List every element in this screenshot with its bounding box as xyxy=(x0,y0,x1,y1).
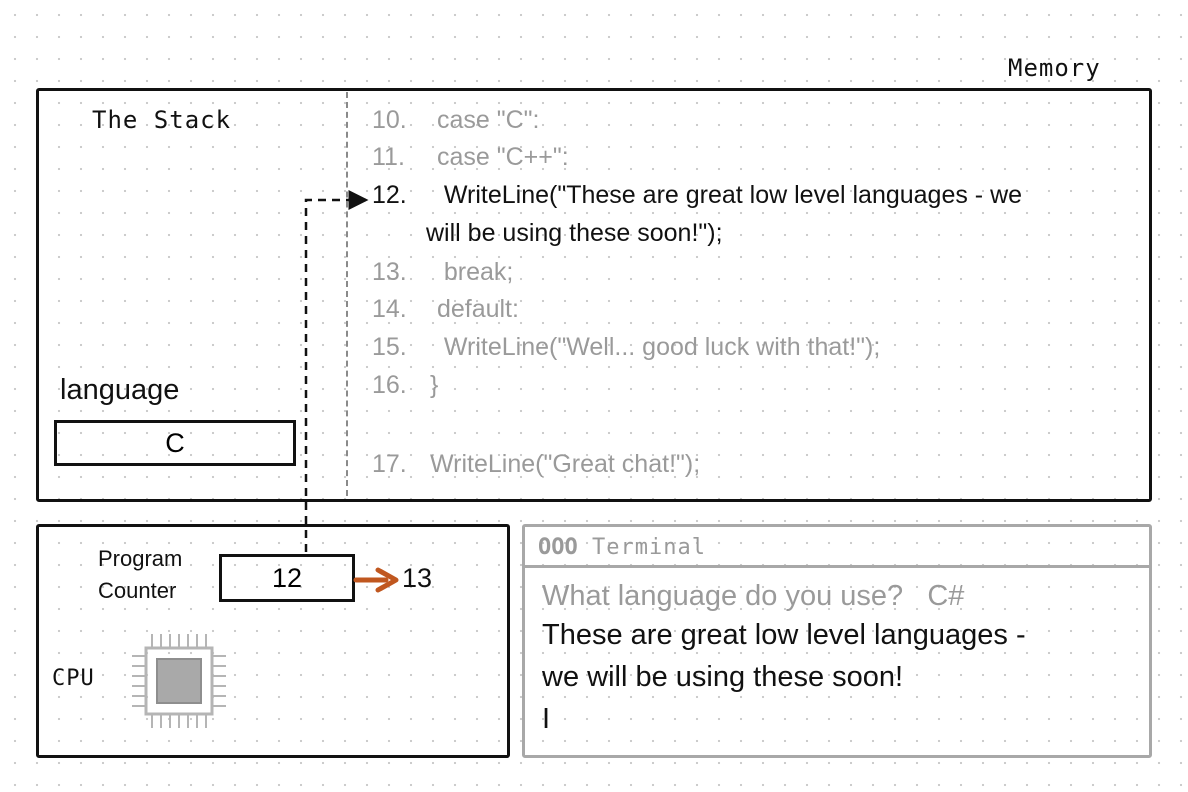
terminal-prompt: What language do you use? C# xyxy=(542,580,965,612)
terminal-user-input: C# xyxy=(927,580,965,612)
code-line-12-current: 12. WriteLine("These are great low level… xyxy=(372,181,1023,209)
program-counter-next: 13 xyxy=(402,563,433,593)
code-line-10: 10. case "C": xyxy=(372,106,540,134)
variable-value-box: C xyxy=(54,420,296,466)
terminal-output-line1: These are great low level languages - xyxy=(542,619,1026,651)
window-dots-icon: OOO xyxy=(538,535,578,560)
cpu-panel xyxy=(36,524,510,758)
pc-increment-arrow xyxy=(353,567,399,593)
code-line-13: 13. break; xyxy=(372,258,514,286)
code-line-12-continuation: will be using these soon!"); xyxy=(426,219,723,247)
stack-code-divider xyxy=(346,92,348,496)
cpu-label: CPU xyxy=(52,666,95,691)
program-counter-box: 12 xyxy=(219,554,355,602)
terminal-window xyxy=(522,524,1152,758)
code-line-15: 15. WriteLine("Well... good luck with th… xyxy=(372,333,881,361)
terminal-title: Terminal xyxy=(592,535,706,560)
memory-panel xyxy=(36,88,1152,502)
variable-name: language xyxy=(60,374,180,406)
memory-title: Memory xyxy=(1008,54,1101,82)
program-counter-label: Program Counter xyxy=(98,543,182,607)
code-line-17: 17.WriteLine("Great chat!"); xyxy=(372,450,701,478)
cpu-chip-icon xyxy=(132,634,226,728)
terminal-title-bar: OOO Terminal xyxy=(538,535,706,560)
program-counter-label-line1: Program xyxy=(98,546,183,571)
pc-pointer-arrow xyxy=(304,190,369,552)
terminal-output-line2: we will be using these soon! xyxy=(542,661,904,693)
code-line-14: 14. default: xyxy=(372,295,519,323)
terminal-title-bar-divider xyxy=(525,565,1149,568)
code-line-11: 11. case "C++": xyxy=(372,143,569,171)
stack-title: The Stack xyxy=(92,106,232,134)
code-line-16: 16.} xyxy=(372,371,439,399)
terminal-cursor: I xyxy=(542,703,551,735)
program-counter-label-line2: Counter xyxy=(98,578,177,603)
